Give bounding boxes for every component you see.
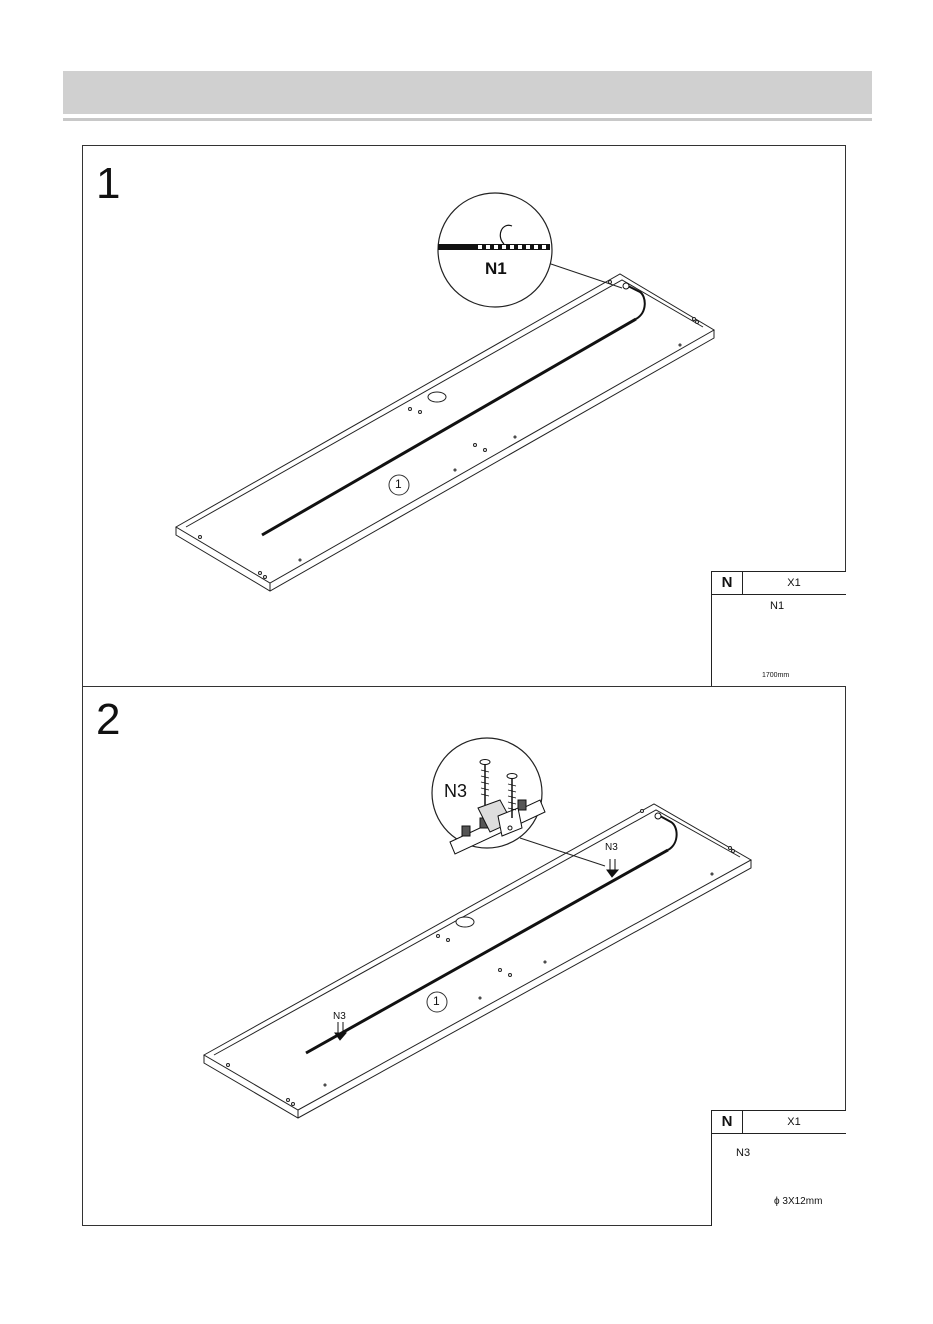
parts-table-quantity: X1 <box>742 1111 846 1133</box>
parts-table-letter: N <box>712 1111 743 1133</box>
parts-item-label: N3 <box>736 1147 750 1159</box>
step-2-marker-label-a: N3 <box>333 1011 346 1022</box>
parts-table-header: N X1 <box>712 1111 846 1134</box>
step-2-parts-table: N X1 N3 ϕ 3X12mm <box>711 1110 846 1226</box>
parts-screw-spec: ϕ 3X12mm <box>774 1196 822 1207</box>
step-2-panel <box>204 804 751 1118</box>
step-2-part-marker: 1 <box>433 994 440 1008</box>
step-2-callout-label: N3 <box>444 781 467 802</box>
step-2-marker-label-b: N3 <box>605 842 618 853</box>
